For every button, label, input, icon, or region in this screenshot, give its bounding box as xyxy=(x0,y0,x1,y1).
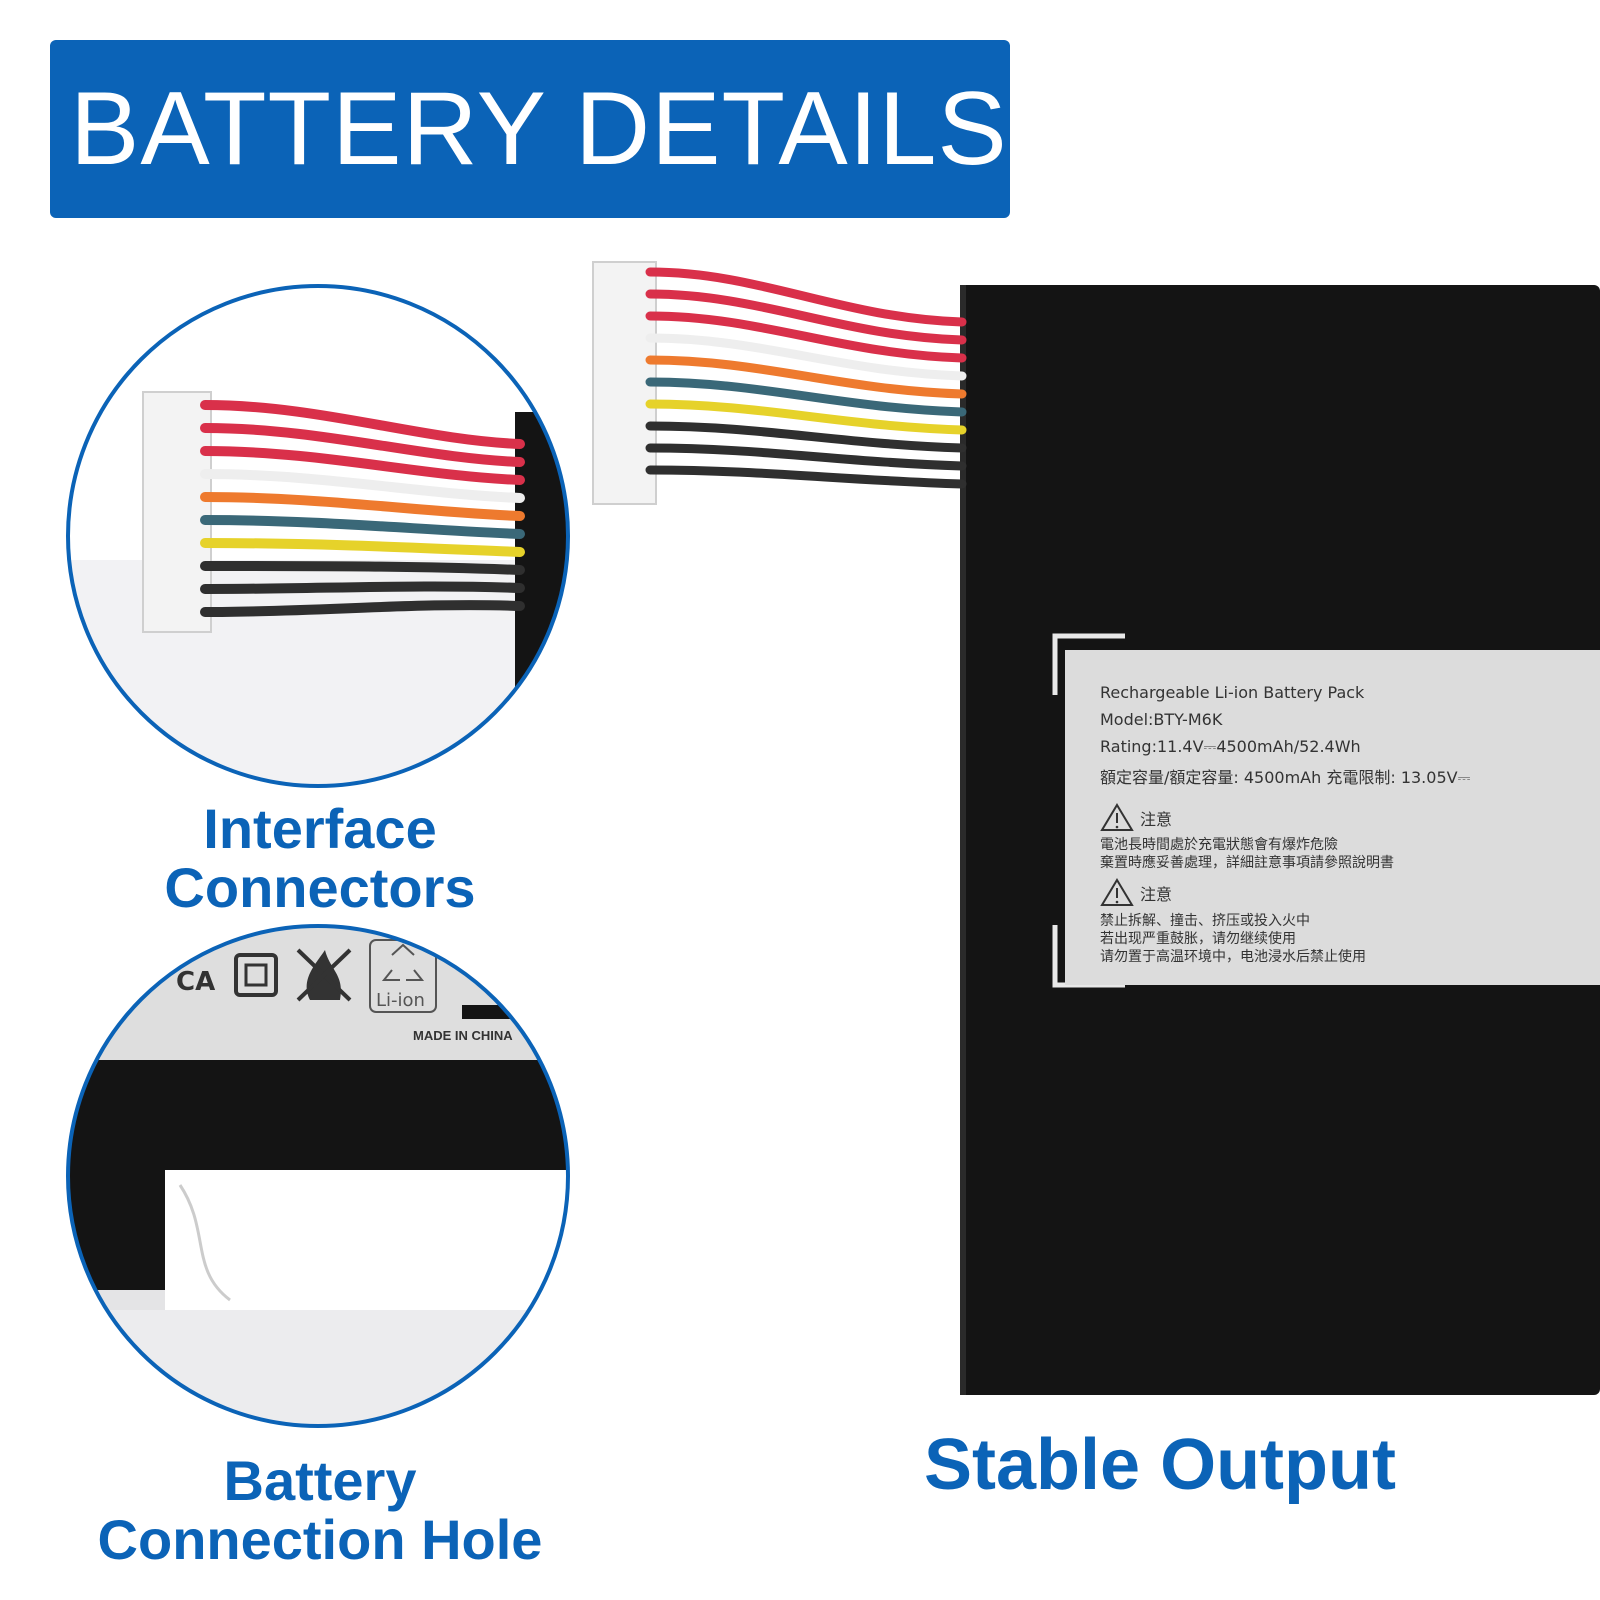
recycle-label: Li-ion xyxy=(376,990,425,1011)
label-model: Model:BTY-M6K xyxy=(1100,710,1223,729)
interface-zoom-view xyxy=(68,286,568,786)
label-warning1-line1: 電池長時間處於充電狀態會有爆炸危險 xyxy=(1100,837,1338,853)
caption-hole-line2: Connection Hole xyxy=(97,1507,543,1571)
interface-zoom-ring xyxy=(66,284,570,788)
warning-triangle-icon xyxy=(1100,878,1134,906)
made-in-text: MADE IN CHINA xyxy=(413,1028,513,1043)
caption-interface-line2: Connectors xyxy=(164,855,476,919)
label-warning2-line3: 请勿置于高温环境中，电池浸水后禁止使用 xyxy=(1100,949,1366,965)
label-warning2-line1: 禁止拆解、撞击、挤压或投入火中 xyxy=(1100,913,1310,929)
caption-connection-hole: Battery Connection Hole xyxy=(40,1449,600,1571)
label-warning2-title: 注意 xyxy=(1140,885,1173,904)
zoom-wires xyxy=(200,400,525,617)
battery-edge-highlight xyxy=(960,285,966,1395)
caption-stable-output: Stable Output xyxy=(924,1425,1396,1505)
caption-interface-connectors: Interface Connectors xyxy=(80,797,560,919)
main-connector xyxy=(592,261,967,505)
svg-text:CA: CA xyxy=(176,967,215,997)
warning-triangle-icon xyxy=(1100,803,1134,831)
connection-hole-zoom-view: CA Li-ion MADE IN CHINA xyxy=(68,926,568,1426)
connection-hole-zoom-ring xyxy=(66,924,570,1428)
label-rating: Rating:11.4V⎓4500mAh/52.4Wh xyxy=(1100,737,1361,756)
connection-hole xyxy=(165,1170,568,1310)
zoom-black-band xyxy=(68,1060,568,1170)
label-warning2-line2: 若出现严重鼓胀，请勿继续使用 xyxy=(1100,931,1296,947)
label-line1: Rechargeable Li-ion Battery Pack xyxy=(1100,683,1365,702)
label-warning1-line2: 棄置時應妥善處理，詳細註意事項請參照說明書 xyxy=(1100,855,1394,871)
main-wires xyxy=(645,267,967,489)
zoom-connector xyxy=(142,391,212,633)
header-banner: BATTERY DETAILS xyxy=(50,40,1010,218)
page-title: BATTERY DETAILS xyxy=(70,70,1008,187)
recycle-symbol-mark-icon xyxy=(234,953,278,997)
caption-hole-line1: Battery xyxy=(223,1449,417,1512)
label-bracket-top xyxy=(1052,633,1125,695)
battery-label xyxy=(1065,650,1600,985)
caption-interface-line1: Interface xyxy=(203,797,437,860)
label-warning1-title: 注意 xyxy=(1140,810,1173,829)
ukca-mark-icon: CA xyxy=(176,967,215,997)
fire-prohibited-icon xyxy=(296,948,352,1002)
label-capacity: 額定容量/額定容量: 4500mAh 充電限制: 13.05V⎓ xyxy=(1100,768,1471,787)
